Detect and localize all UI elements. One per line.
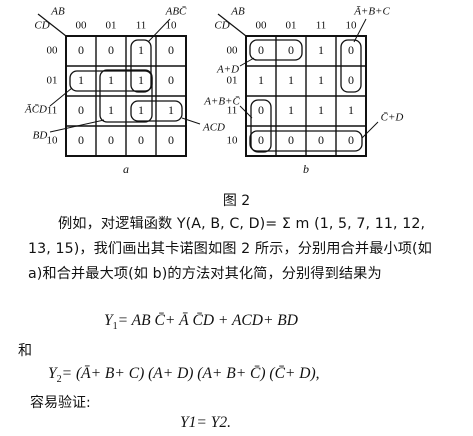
row-header: 10 — [47, 135, 59, 147]
corner-label-left: CD — [214, 20, 229, 32]
cell-value: 1 — [288, 103, 294, 117]
leader-line — [361, 121, 379, 139]
leader-line — [147, 18, 171, 43]
cell-value: 1 — [168, 103, 174, 117]
group-label-a-b-c: A+B+C̄ — [203, 96, 240, 108]
group-label-top-right: Ā+B+C — [353, 6, 390, 18]
cell-value: 0 — [168, 133, 174, 147]
equation-y1-eq-y2: Y1= Y2. — [180, 414, 231, 431]
leader-line — [181, 117, 201, 125]
figure-caption: 图 2 — [222, 193, 251, 209]
leader-line — [353, 18, 367, 43]
cell-value: 1 — [108, 103, 114, 117]
cell-value: 1 — [258, 73, 264, 87]
group-abc — [130, 39, 152, 93]
cell-value: 0 — [318, 133, 324, 147]
leader-line — [49, 119, 105, 133]
cell-value: 0 — [258, 133, 264, 147]
group-acd — [130, 100, 183, 122]
group-bd — [99, 69, 153, 123]
row-header: 01 — [47, 75, 58, 87]
and-word: 和 — [18, 343, 32, 359]
cell-value: 0 — [348, 133, 354, 147]
cell-value: 1 — [318, 43, 324, 57]
cell-value: 1 — [138, 43, 144, 57]
paragraph-intro: 例如，对逻辑函数 Y(A, B, C, D)= Σ m (1, 5, 7, 11… — [28, 212, 448, 287]
group-label-left: ĀC̄D — [24, 104, 47, 116]
column-header: 01 — [286, 20, 297, 32]
eq1-lhs: Y — [104, 312, 113, 329]
column-header: 11 — [316, 20, 327, 32]
group-label-c-d: C̄+D — [381, 112, 404, 124]
group-label-a-d: A+D — [216, 64, 239, 76]
row-header: 00 — [47, 45, 59, 57]
corner-label-top: AB — [50, 6, 65, 18]
row-header: 11 — [47, 105, 58, 117]
cell-value: 0 — [168, 73, 174, 87]
row-header: 01 — [227, 75, 238, 87]
cell-value: 0 — [258, 103, 264, 117]
cell-value: 1 — [318, 73, 324, 87]
column-header: 01 — [106, 20, 117, 32]
equation-y2: Y2= (Ā+ B+ C) (A+ D) (A+ B+ C̄) (C̄+ D), — [48, 365, 320, 385]
column-header: 10 — [166, 20, 178, 32]
cell-value: 0 — [348, 43, 354, 57]
leader-line — [239, 57, 255, 67]
sub-label-a: a — [123, 162, 129, 176]
equation-y1: Y1= AB C̄+ Ā C̄D + ACD+ BD — [104, 312, 298, 332]
group-notc-d — [249, 130, 363, 152]
verify-text: 容易验证: — [30, 395, 91, 411]
group-label-bd: BD — [33, 130, 48, 142]
cell-value: 1 — [138, 103, 144, 117]
cell-value: 0 — [288, 133, 294, 147]
leader-line — [239, 105, 253, 119]
cell-value: 0 — [108, 43, 114, 57]
cell-value: 0 — [138, 133, 144, 147]
leader-line — [49, 87, 73, 107]
column-header: 10 — [346, 20, 358, 32]
column-header: 00 — [76, 20, 88, 32]
row-header: 10 — [227, 135, 239, 147]
eq2-rhs: = (Ā+ B+ C) (A+ D) (A+ B+ C̄) (C̄+ D), — [61, 365, 320, 382]
cell-value: 0 — [108, 133, 114, 147]
corner-label-top: AB — [230, 6, 245, 18]
row-header: 11 — [227, 105, 238, 117]
cell-value: 1 — [108, 73, 114, 87]
cell-value: 0 — [288, 43, 294, 57]
group-label-acd: ACD — [202, 122, 225, 134]
eq1-sub: 1 — [112, 321, 118, 333]
cell-value: 0 — [258, 43, 264, 57]
cell-value: 1 — [348, 103, 354, 117]
sub-label-b: b — [303, 162, 309, 176]
group-nota-b-c — [340, 39, 362, 93]
row-header: 00 — [227, 45, 239, 57]
paragraph-text: 例如，对逻辑函数 Y(A, B, C, D)= Σ m (1, 5, 7, 11… — [28, 216, 432, 282]
cell-value: 1 — [138, 73, 144, 87]
group-a-b-notc — [250, 99, 272, 153]
column-header: 00 — [256, 20, 268, 32]
corner-label-left: CD — [34, 20, 49, 32]
group-label-top: ABC̄ — [165, 6, 187, 18]
corner-diagonal — [37, 13, 67, 37]
cell-value: 0 — [78, 133, 84, 147]
cell-value: 0 — [168, 43, 174, 57]
cell-value: 1 — [288, 73, 294, 87]
cell-value: 1 — [78, 73, 84, 87]
cell-value: 1 — [318, 103, 324, 117]
cell-value: 0 — [348, 73, 354, 87]
cell-value: 0 — [78, 103, 84, 117]
eq2-lhs: Y — [48, 365, 57, 382]
column-header: 11 — [136, 20, 147, 32]
group-a-plus-d — [249, 39, 303, 61]
corner-diagonal — [217, 13, 247, 37]
eq1-rhs: = AB C̄+ Ā C̄D + ACD+ BD — [117, 312, 298, 329]
eq2-sub: 2 — [56, 374, 62, 386]
cell-value: 0 — [78, 43, 84, 57]
